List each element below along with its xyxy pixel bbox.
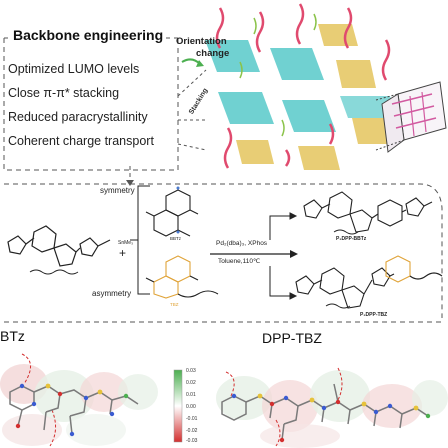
bbtz-structure: [145, 186, 199, 237]
atoms-right: [231, 393, 431, 443]
feature-stacking: Close π-π* stacking: [8, 86, 120, 100]
esp-molecule-right: [216, 367, 448, 448]
lattice-illustration: [177, 3, 398, 170]
product-2-label: P₂DPP-TBZ: [360, 312, 388, 318]
scale-tick-3: 0.01: [186, 392, 196, 398]
panel-c-left-title: BTz: [0, 328, 25, 344]
tbz-structure: [145, 255, 219, 299]
feature-paracrystallinity: Reduced paracrystallinity: [8, 110, 148, 124]
panel-c-right-title: DPP-TBZ: [262, 330, 322, 346]
dpp-monomer-structure: [7, 225, 111, 275]
scale-tick-6: -0.02: [186, 428, 198, 434]
scale-tick-4: 0.00: [186, 404, 196, 410]
scale-tick-1: 0.03: [186, 368, 196, 374]
orientation-arrow-icon: [181, 58, 204, 67]
reaction-condition-top: Pd₂(dba)₃, XPhos: [216, 240, 268, 247]
symmetry-label: symmetry: [100, 186, 135, 195]
reaction-arrow: [210, 250, 298, 258]
zoom-cube: [375, 81, 447, 153]
tbz-label: TBZ: [170, 302, 179, 307]
panel-a-title: Backbone engineering: [10, 27, 167, 43]
feature-charge-transport: Coherent charge transport: [8, 134, 154, 148]
scale-tick-5: -0.01: [186, 416, 198, 422]
scale-tick-7: -0.03: [186, 438, 198, 444]
product-tbz-structure: [295, 255, 443, 309]
feature-lumo: Optimized LUMO levels: [8, 62, 140, 76]
product-bbtz-structure: [303, 191, 433, 235]
scale-tick-2: 0.02: [186, 380, 196, 386]
bbtz-label: BBTz: [170, 236, 182, 241]
asymmetry-label: asymmetry: [92, 289, 132, 298]
panel-b-frame: [4, 166, 443, 323]
orientation-label: Orientation: [176, 36, 227, 47]
esp-molecule-left: [0, 353, 158, 447]
atoms-left: [15, 383, 129, 437]
esp-color-scale: [173, 369, 183, 443]
panel-a-frame: [3, 37, 179, 171]
product-arrows: [269, 212, 298, 300]
sn-label: SnMe₃: [118, 240, 133, 246]
reaction-condition-bottom: Toluene,110℃: [218, 258, 261, 265]
product-1-label: P₂DPP-BBTz: [336, 236, 367, 242]
plus-sign-label: +: [119, 246, 127, 260]
orientation-change-label: change: [196, 48, 230, 59]
